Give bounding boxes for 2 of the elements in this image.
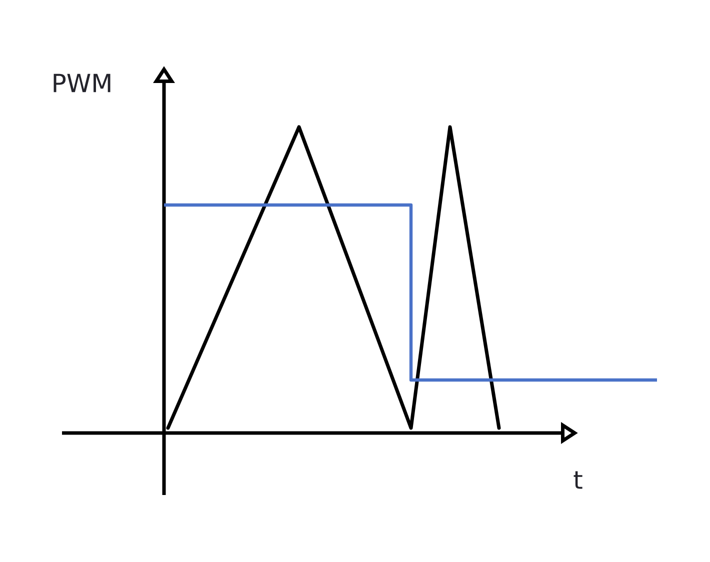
axis-label: PWM [54,74,110,92]
axis-label: t [574,471,582,489]
